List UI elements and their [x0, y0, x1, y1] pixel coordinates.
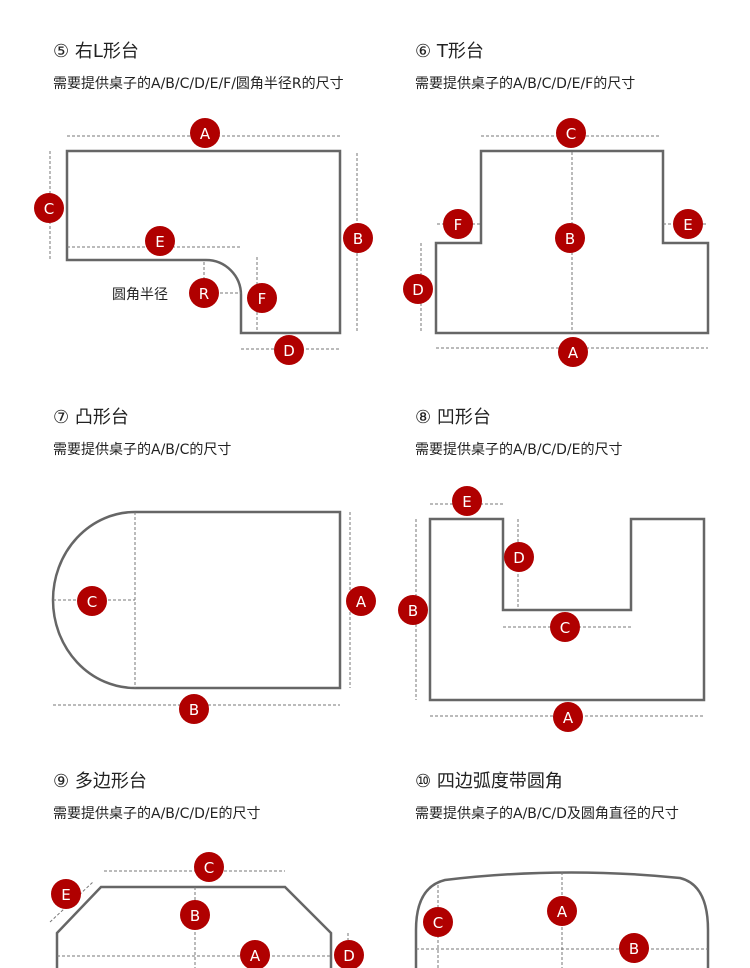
badge-d: D: [403, 274, 433, 304]
svg-text:B: B: [353, 230, 363, 248]
badge-d: D: [504, 542, 534, 572]
section-subtitle: 需要提供桌子的A/B/C/D/E的尺寸: [53, 806, 260, 822]
badge-e: E: [51, 879, 81, 909]
section-right-l-table: ⑤ 右L形台 需要提供桌子的A/B/C/D/E/F/圆角半径R的尺寸 圆角半径 …: [34, 41, 373, 365]
badge-b: B: [555, 223, 585, 253]
section-subtitle: 需要提供桌子的A/B/C的尺寸: [53, 442, 231, 458]
badge-c: C: [77, 586, 107, 616]
svg-text:E: E: [462, 493, 471, 511]
svg-text:B: B: [190, 907, 200, 925]
section-polygon-table: ⑨ 多边形台 需要提供桌子的A/B/C/D/E的尺寸 A B C D E: [49, 771, 364, 968]
svg-text:C: C: [566, 125, 576, 143]
badge-b: B: [179, 694, 209, 724]
section-title: ⑨ 多边形台: [53, 771, 147, 792]
badge-f: F: [443, 209, 473, 239]
svg-text:R: R: [199, 285, 209, 303]
badge-c: C: [194, 852, 224, 882]
section-title: ⑦ 凸形台: [53, 407, 129, 428]
badge-d: D: [274, 335, 304, 365]
section-subtitle: 需要提供桌子的A/B/C/D/E/F/圆角半径R的尺寸: [53, 76, 344, 92]
badge-b: B: [343, 223, 373, 253]
svg-text:B: B: [565, 230, 575, 248]
badge-a: A: [558, 337, 588, 367]
svg-text:B: B: [189, 701, 199, 719]
badge-a: A: [240, 940, 270, 968]
svg-text:D: D: [412, 281, 424, 299]
badge-c: C: [550, 612, 580, 642]
svg-text:B: B: [629, 940, 639, 958]
badge-e: E: [673, 209, 703, 239]
svg-text:A: A: [563, 709, 574, 727]
section-title: ⑩ 四边弧度带圆角: [415, 771, 563, 792]
badge-a: A: [190, 118, 220, 148]
section-subtitle: 需要提供桌子的A/B/C/D及圆角直径的尺寸: [415, 805, 679, 822]
badge-c: C: [556, 118, 586, 148]
svg-text:E: E: [155, 233, 164, 251]
concave-table-outline: [428, 517, 706, 702]
badge-e: E: [452, 486, 482, 516]
svg-text:A: A: [356, 593, 367, 611]
badge-e: E: [145, 226, 175, 256]
svg-text:D: D: [343, 947, 355, 965]
badge-a: A: [346, 586, 376, 616]
svg-text:C: C: [204, 859, 214, 877]
svg-text:F: F: [454, 216, 463, 234]
svg-text:C: C: [433, 914, 443, 932]
svg-text:C: C: [560, 619, 570, 637]
badge-c: C: [423, 907, 453, 937]
badge-f: F: [247, 283, 277, 313]
svg-text:A: A: [568, 344, 579, 362]
badge-d: D: [334, 940, 364, 968]
section-concave-table: ⑧ 凹形台 需要提供桌子的A/B/C/D/E的尺寸 A B C D E: [398, 407, 706, 732]
svg-text:A: A: [250, 947, 261, 965]
svg-text:A: A: [557, 903, 568, 921]
svg-text:E: E: [61, 886, 70, 904]
svg-text:B: B: [408, 602, 418, 620]
svg-text:F: F: [258, 290, 267, 308]
svg-text:A: A: [200, 125, 211, 143]
badge-b: B: [619, 933, 649, 963]
svg-text:D: D: [513, 549, 525, 567]
badge-a: A: [547, 896, 577, 926]
section-title: ⑤ 右L形台: [53, 41, 139, 62]
section-t-table: ⑥ T形台 需要提供桌子的A/B/C/D/E/F的尺寸 A B C D E F: [403, 41, 710, 367]
section-rounded-table: ⑩ 四边弧度带圆角 需要提供桌子的A/B/C/D及圆角直径的尺寸 A B C: [414, 771, 710, 968]
svg-text:C: C: [87, 593, 97, 611]
corner-radius-label: 圆角半径: [112, 287, 168, 303]
section-title: ⑧ 凹形台: [415, 407, 491, 428]
badge-r: R: [189, 278, 219, 308]
section-convex-table: ⑦ 凸形台 需要提供桌子的A/B/C的尺寸 A B C: [51, 407, 376, 724]
badge-a: A: [553, 702, 583, 732]
section-subtitle: 需要提供桌子的A/B/C/D/E的尺寸: [415, 442, 622, 458]
svg-text:C: C: [44, 200, 54, 218]
svg-text:D: D: [283, 342, 295, 360]
convex-table-outline: [51, 510, 342, 690]
section-title: ⑥ T形台: [415, 41, 484, 62]
badge-b: B: [180, 900, 210, 930]
badge-b: B: [398, 595, 428, 625]
section-subtitle: 需要提供桌子的A/B/C/D/E/F的尺寸: [415, 76, 635, 92]
svg-text:E: E: [683, 216, 692, 234]
badge-c: C: [34, 193, 64, 223]
